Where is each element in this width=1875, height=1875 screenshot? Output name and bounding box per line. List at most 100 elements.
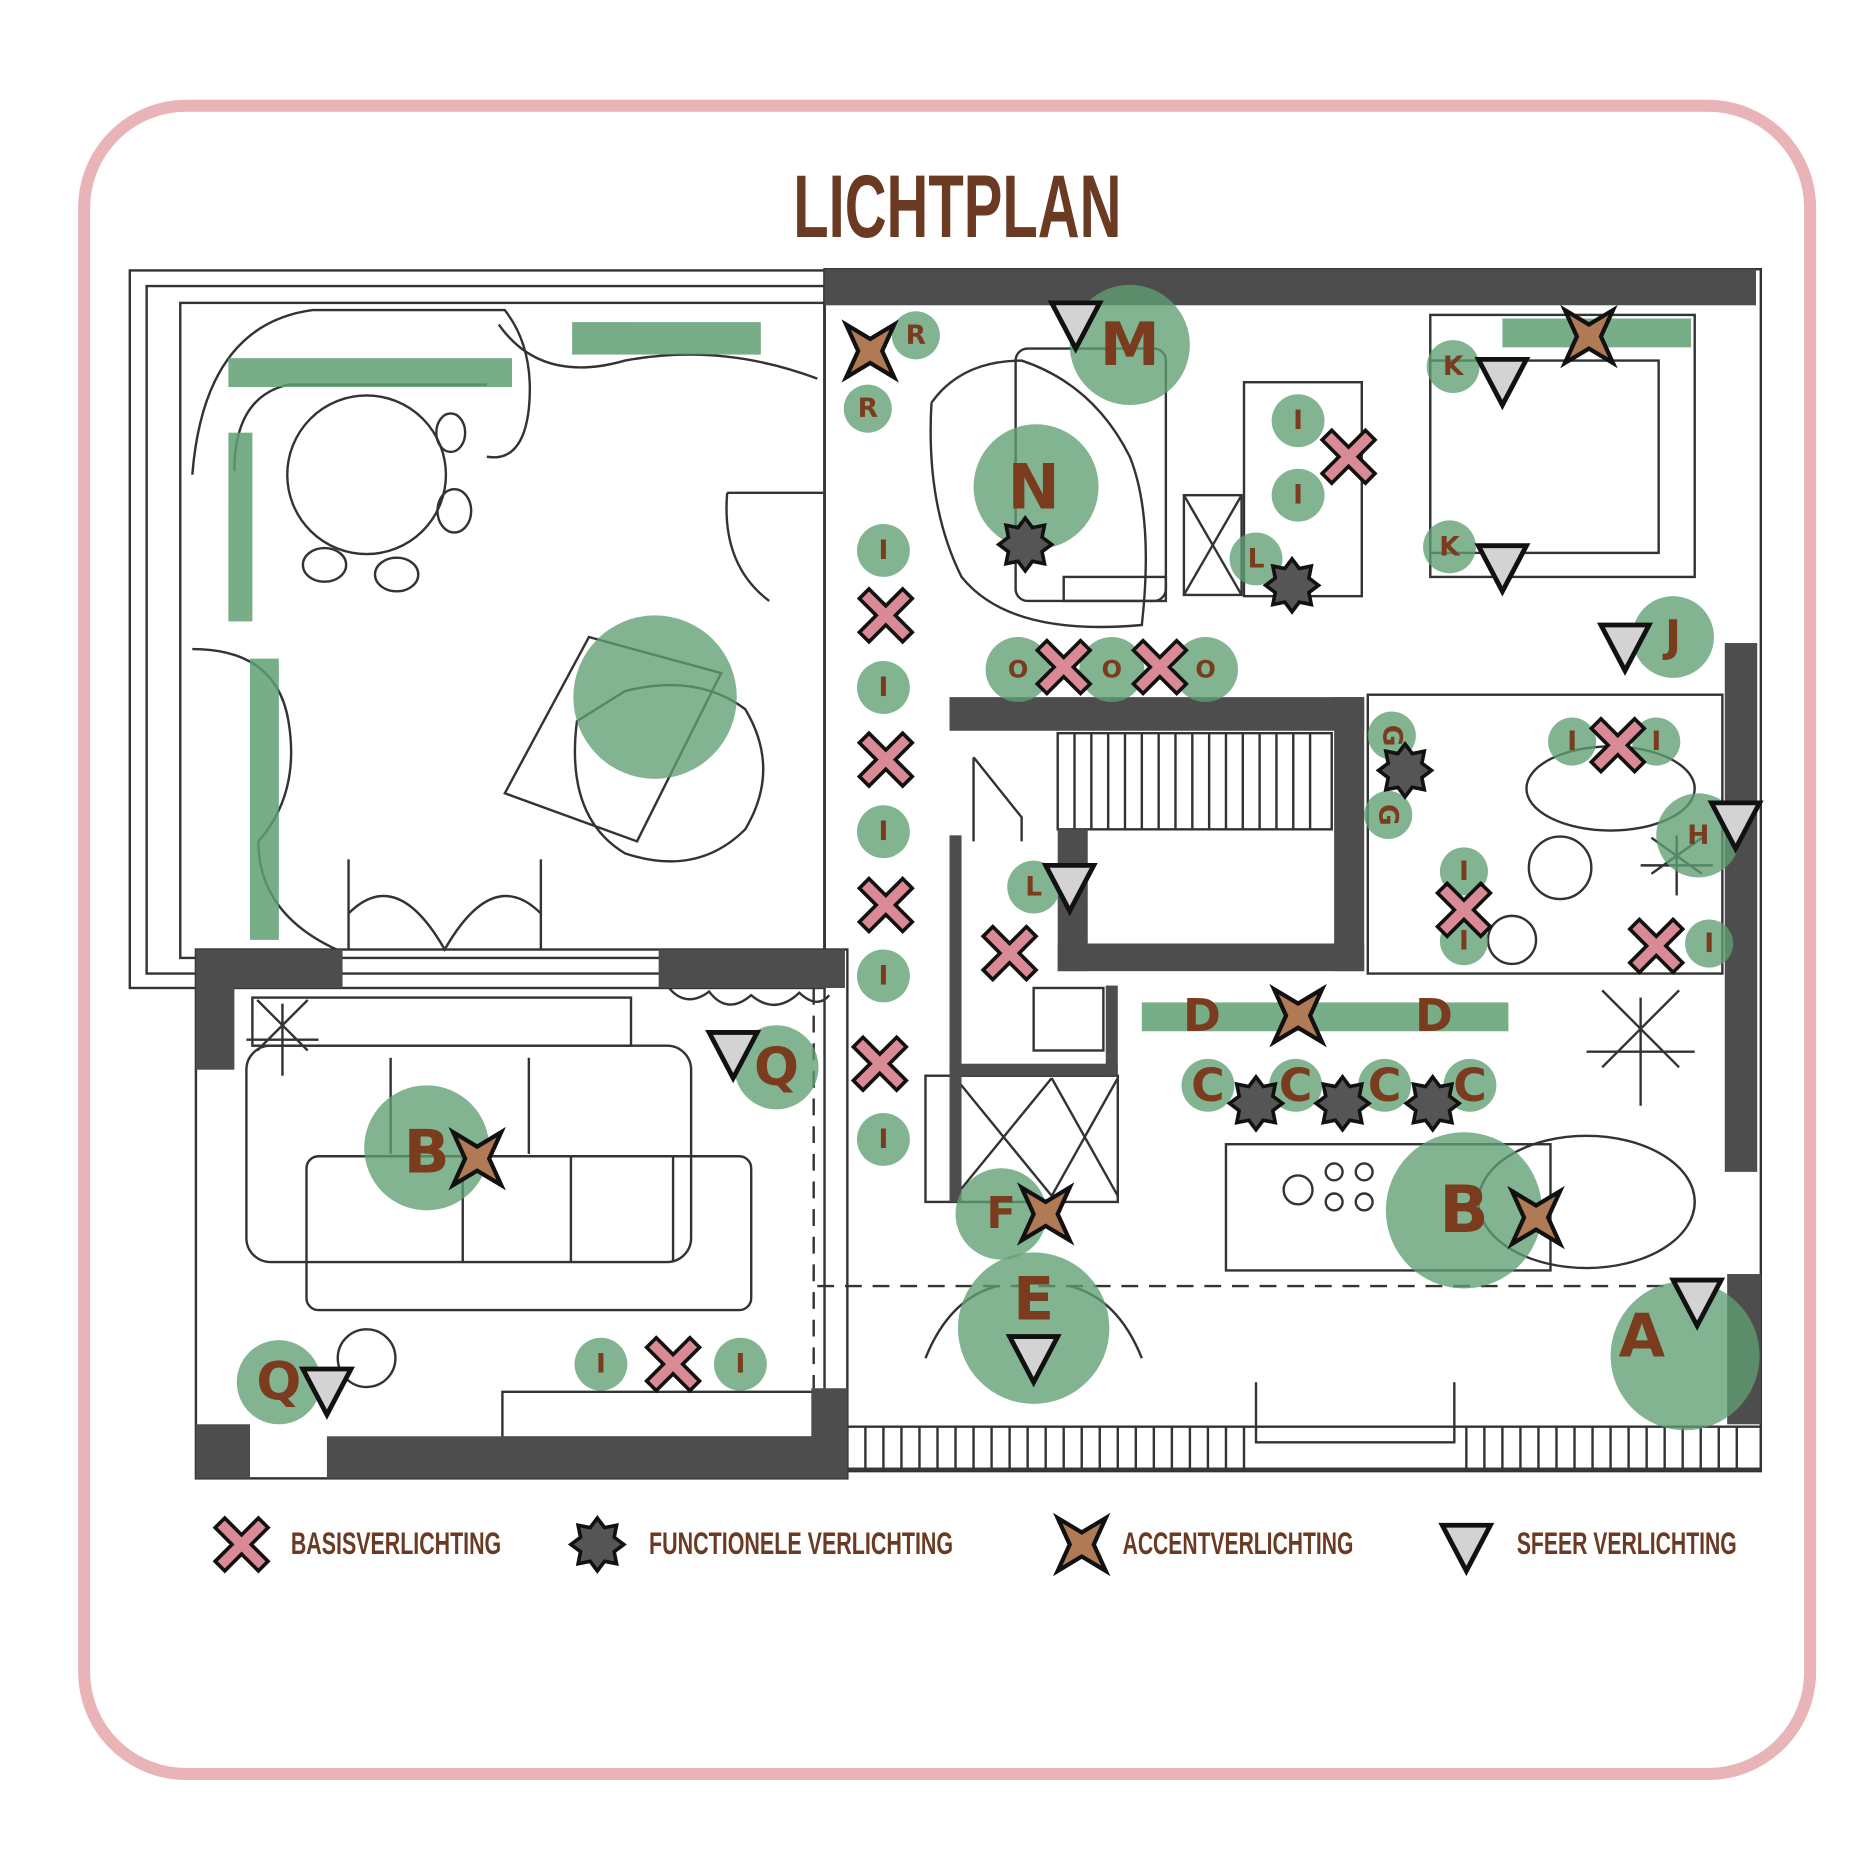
basis-light-x-icon <box>857 587 915 644</box>
zone-label: I <box>596 1349 606 1380</box>
zone-label: Q <box>256 1352 301 1413</box>
legend-label: ACCENTVERLICHTING <box>1123 1526 1354 1561</box>
light-zone: I <box>1685 919 1734 968</box>
light-zone: J <box>1632 596 1714 678</box>
zone-label: I <box>878 1124 888 1155</box>
light-zone-circle <box>1548 717 1597 766</box>
zone-label: I <box>1459 856 1469 887</box>
basis-light-x-icon <box>981 924 1038 982</box>
light-zone-circle <box>1358 1058 1412 1112</box>
light-zone: C <box>1358 1058 1412 1112</box>
zone-label: I <box>878 816 888 847</box>
light-zone-circle <box>891 311 940 360</box>
zone-label: B <box>1439 1173 1488 1248</box>
zone-label: F <box>986 1189 1016 1239</box>
zone-label: C <box>1191 1059 1225 1112</box>
accent-light-star-icon <box>846 325 894 378</box>
functional-star-icon <box>569 1516 626 1573</box>
light-zone: I <box>1271 394 1325 448</box>
page-frame <box>78 99 1817 1781</box>
light-zone-circle <box>1069 284 1190 406</box>
light-zone: C <box>1269 1058 1323 1112</box>
light-zone: I <box>1439 847 1488 896</box>
zone-label: M <box>1100 310 1160 380</box>
light-zone-circle <box>1007 860 1061 914</box>
legend-item-basis: BASISVERLICHTING <box>213 1516 501 1573</box>
light-zone: I <box>856 524 910 577</box>
light-zone: Q <box>734 1025 819 1110</box>
zone-label: I <box>1704 928 1714 959</box>
functional-light-star-icon <box>1227 1075 1285 1132</box>
light-zone-circle <box>734 1025 819 1110</box>
light-zone: D <box>1183 989 1221 1042</box>
light-zone: N <box>973 424 1099 550</box>
zone-label: L <box>1025 872 1042 903</box>
light-zone-circle <box>843 384 892 433</box>
zone-label: I <box>1651 726 1661 757</box>
page-title: LICHTPLAN <box>793 156 1121 256</box>
light-zone: L <box>1007 860 1061 914</box>
light-zone: K <box>1426 340 1480 394</box>
zone-label: L <box>1248 543 1265 574</box>
basis-light-x-icon <box>857 876 915 934</box>
zone-label: C <box>1368 1059 1402 1112</box>
legend-label: SFEER VERLICHTING <box>1517 1526 1737 1561</box>
accent-star-icon <box>1058 1518 1106 1571</box>
light-zone-circle <box>1269 1058 1323 1112</box>
functional-light-star-icon <box>1263 557 1321 614</box>
zone-label: O <box>1102 655 1122 683</box>
functional-light-star-icon <box>996 516 1054 573</box>
light-zone: A <box>1610 1281 1760 1431</box>
light-zone: O <box>1173 637 1238 702</box>
led-strip <box>228 358 513 388</box>
legend-label: FUNCTIONELE VERLICHTING <box>649 1526 953 1561</box>
led-strip <box>228 432 253 622</box>
light-zone-circle <box>1229 532 1283 586</box>
zone-label: J <box>1662 612 1681 662</box>
light-zone-circle <box>713 1337 767 1391</box>
zone-label: H <box>1687 820 1709 851</box>
zone-label: O <box>1195 655 1215 683</box>
light-zone: O <box>985 637 1051 702</box>
light-zone-circle <box>1685 919 1734 968</box>
zone-label: I <box>1293 405 1303 436</box>
zone-label: E <box>1013 1264 1054 1334</box>
basis-light-x-icon <box>644 1335 702 1393</box>
light-zone-circle <box>856 524 910 577</box>
light-zone-circle <box>985 637 1051 702</box>
light-zone-circle <box>1439 847 1488 896</box>
light-zone: O <box>1079 637 1145 702</box>
light-zone-unlabeled <box>573 615 737 779</box>
light-zone-circle <box>1181 1058 1235 1112</box>
light-zone: I <box>1548 717 1597 766</box>
zone-label: R <box>906 320 926 351</box>
sfeer-triangle-icon <box>1442 1525 1490 1571</box>
light-zone: R <box>891 311 940 360</box>
light-zone-circle <box>1632 596 1714 678</box>
legend-label: BASISVERLICHTING <box>291 1526 501 1561</box>
zone-label: N <box>1007 450 1059 523</box>
light-zone-circle <box>856 805 910 859</box>
basis-light-x-icon <box>1320 428 1377 485</box>
light-zone-circle <box>856 1112 910 1166</box>
zone-label: G <box>1373 804 1404 826</box>
legend-item-accent: ACCENTVERLICHTING <box>1058 1518 1354 1571</box>
light-zone: I <box>856 949 910 1003</box>
light-zone-circle <box>1173 637 1238 702</box>
light-zone: K <box>1423 520 1476 574</box>
legend-item-functional: FUNCTIONELE VERLICHTING <box>569 1516 953 1573</box>
basis-light-x-icon <box>857 731 915 788</box>
light-zone: C <box>1181 1058 1235 1112</box>
led-strip <box>572 322 761 355</box>
sfeer-light-triangle-icon <box>1478 359 1526 405</box>
light-zone-circle <box>1385 1132 1543 1289</box>
light-zone: I <box>713 1337 767 1391</box>
light-zone-circle <box>973 424 1099 550</box>
light-zone-circle <box>1271 394 1325 448</box>
walls <box>195 269 1761 1479</box>
basis-x-icon <box>213 1516 270 1573</box>
zone-label: R <box>858 393 878 424</box>
zone-label: I <box>878 672 888 703</box>
basis-light-x-icon <box>851 1035 909 1092</box>
